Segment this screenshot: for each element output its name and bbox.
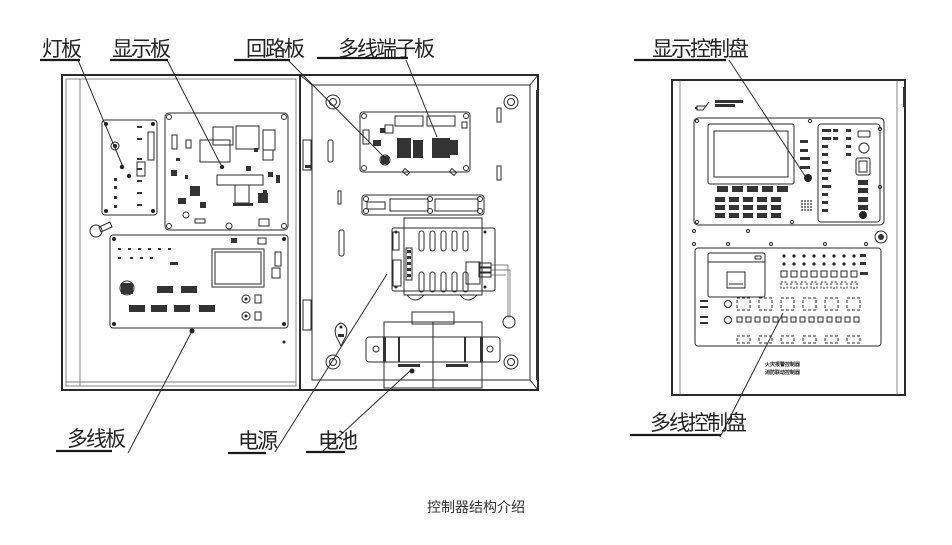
label-multiline-terminal-board: 多线端子板 xyxy=(317,37,437,61)
svg-text:回路板: 回路板 xyxy=(246,37,305,61)
mounting-holes xyxy=(325,94,519,370)
panel-text-line2: 消防联动控制器 xyxy=(765,369,801,376)
terminal-strip xyxy=(361,194,485,216)
ground-lug xyxy=(334,322,348,348)
power-supply xyxy=(391,217,516,329)
multiline-board xyxy=(109,234,289,344)
svg-text:显示板: 显示板 xyxy=(112,37,171,61)
svg-text:灯板: 灯板 xyxy=(42,37,82,61)
multiline-control-panel xyxy=(694,247,882,347)
display-control-panel xyxy=(693,117,885,226)
svg-text:多线控制盘: 多线控制盘 xyxy=(650,411,747,435)
label-multiline-control-panel: 多线控制盘 xyxy=(630,411,749,437)
cabinet-left-body xyxy=(61,74,301,391)
label-battery: 电池 xyxy=(306,429,360,454)
svg-text:电源: 电源 xyxy=(238,429,278,453)
svg-text:显示控制盘: 显示控制盘 xyxy=(652,37,749,61)
panel-text-line1: 火灾报警控制器 xyxy=(765,361,801,368)
label-loop-board: 回路板 xyxy=(234,37,307,62)
svg-text:多线板: 多线板 xyxy=(67,427,126,451)
key-switch xyxy=(874,230,888,244)
door-slots xyxy=(327,107,502,257)
figure-caption: 控制器结构介绍 xyxy=(427,500,525,516)
cabinet-right-door xyxy=(299,74,539,391)
panel-screws xyxy=(692,229,868,246)
label-power-supply: 电源 xyxy=(228,429,280,455)
display-board xyxy=(164,112,289,231)
latch-handle xyxy=(89,221,113,238)
label-multiline-board: 多线板 xyxy=(56,427,128,453)
brand-logo xyxy=(694,100,743,111)
svg-text:电池: 电池 xyxy=(318,429,358,453)
loop-board xyxy=(359,111,471,177)
leader-lines xyxy=(77,59,808,454)
battery xyxy=(365,311,501,389)
label-display-control-panel: 显示控制盘 xyxy=(634,37,751,62)
label-display-board: 显示板 xyxy=(110,37,173,62)
door-hinges xyxy=(302,139,312,331)
lamp-board xyxy=(101,119,158,216)
controller-front-panel xyxy=(671,79,906,396)
label-lamp-board: 灯板 xyxy=(40,37,84,62)
